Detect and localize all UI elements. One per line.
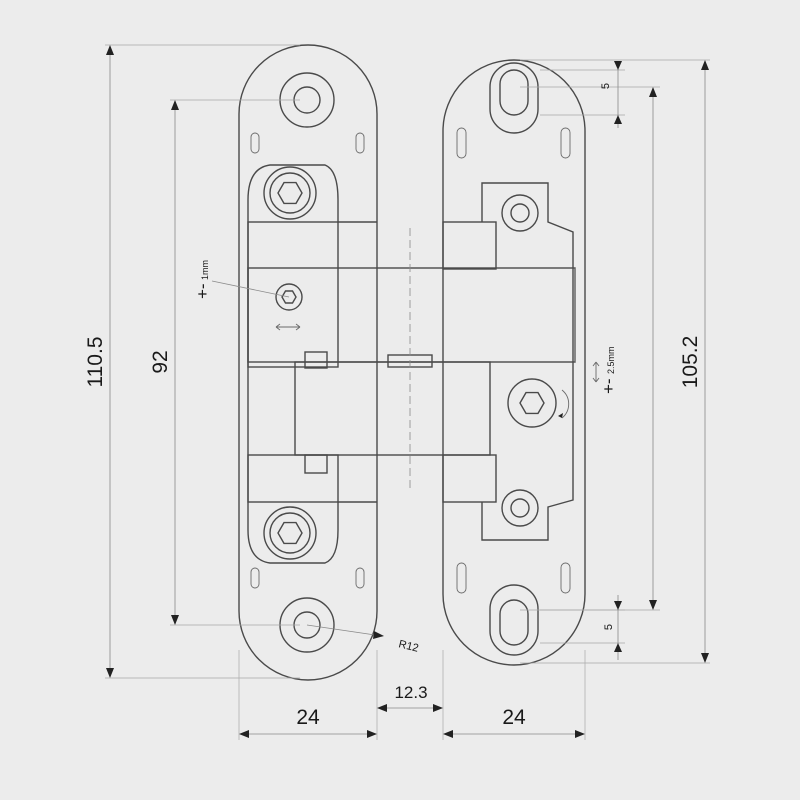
right-cam-housing bbox=[481, 182, 574, 541]
left-slot-tl bbox=[250, 132, 260, 154]
right-lower-screw-ring bbox=[501, 489, 539, 527]
rotate-arrow-head-icon bbox=[558, 413, 563, 418]
double-arrow-icon bbox=[275, 323, 301, 331]
right-slot-tr bbox=[560, 127, 571, 159]
dim-right-length-label: 105.2 bbox=[679, 336, 702, 389]
double-arrow-icon bbox=[592, 361, 600, 383]
right-adjust-sign: +- bbox=[599, 378, 618, 394]
left-upper-screw-ring bbox=[263, 166, 317, 220]
dimension-slot-right-long bbox=[520, 86, 660, 611]
left-adjust-screw-ring bbox=[275, 283, 303, 311]
right-slot-bl bbox=[456, 562, 467, 594]
dimension-slot-top: 5 bbox=[540, 61, 625, 128]
left-adjust-callout: +- 1mm bbox=[193, 260, 290, 299]
left-adjust-sign: +- bbox=[193, 283, 212, 299]
left-upper-pocket bbox=[247, 164, 377, 223]
dimension-92: 92 bbox=[149, 99, 300, 626]
left-lower-block bbox=[247, 454, 339, 503]
right-slot-br bbox=[560, 562, 571, 594]
dim-gap-label: 12.3 bbox=[394, 683, 427, 702]
dimension-width-left: 24 bbox=[238, 650, 378, 740]
dim-radius-label: R12 bbox=[397, 638, 419, 655]
upper-arm bbox=[247, 267, 576, 363]
left-upper-screw-head bbox=[269, 172, 311, 214]
left-adjust-value: 1mm bbox=[200, 260, 210, 280]
dim-left-width-label: 24 bbox=[296, 706, 320, 729]
left-lower-screw-ring bbox=[263, 506, 317, 560]
left-inner-block bbox=[247, 221, 339, 368]
dim-slot-bottom-label: 5 bbox=[603, 624, 615, 630]
right-top-slot-outer bbox=[489, 62, 539, 134]
left-slot-bl bbox=[250, 567, 260, 589]
dim-overall-length-label: 110.5 bbox=[84, 337, 107, 388]
dim-right-width-label: 24 bbox=[502, 706, 526, 729]
left-lower-screw-head bbox=[269, 512, 311, 554]
right-adjust-callout: +- 2.5mm bbox=[592, 346, 618, 394]
dim-hole-spacing-label: 92 bbox=[149, 350, 172, 373]
dimension-slot-bottom: 5 bbox=[540, 595, 625, 660]
hex-socket-icon bbox=[281, 290, 297, 304]
left-slot-br bbox=[355, 567, 365, 589]
right-upper-screw-ring bbox=[501, 194, 539, 232]
left-leaf bbox=[238, 44, 378, 681]
right-upper-screw-hole bbox=[510, 203, 530, 223]
left-lower-pocket bbox=[247, 200, 377, 564]
left-slot-tr bbox=[355, 132, 365, 154]
hex-socket-icon bbox=[277, 181, 303, 205]
dimension-radius: R12 bbox=[306, 624, 420, 655]
rotate-arrow-icon bbox=[561, 389, 570, 419]
dimension-110-5: 110.5 bbox=[84, 44, 300, 679]
right-lower-block bbox=[442, 454, 497, 503]
left-pin-bottom bbox=[304, 454, 328, 474]
right-upper-block bbox=[442, 221, 497, 270]
hex-socket-icon bbox=[277, 521, 303, 545]
lower-arm bbox=[294, 361, 491, 456]
right-bottom-slot-outer bbox=[489, 584, 539, 656]
dimension-105-2: 105.2 bbox=[520, 59, 710, 664]
right-lower-screw-hole bbox=[510, 498, 530, 518]
right-bottom-slot-inner bbox=[499, 599, 529, 646]
right-adjust-screw-ring bbox=[507, 378, 557, 428]
center-arm bbox=[247, 228, 576, 490]
dimension-gap: 12.3 bbox=[377, 683, 443, 712]
dim-slot-top-label: 5 bbox=[600, 83, 612, 89]
right-adjust-value: 2.5mm bbox=[606, 346, 616, 374]
right-top-slot-inner bbox=[499, 69, 529, 116]
dimension-width-right: 24 bbox=[442, 650, 586, 740]
left-pin-top bbox=[304, 351, 328, 369]
right-slot-tl bbox=[456, 127, 467, 159]
hex-socket-icon bbox=[519, 391, 545, 415]
